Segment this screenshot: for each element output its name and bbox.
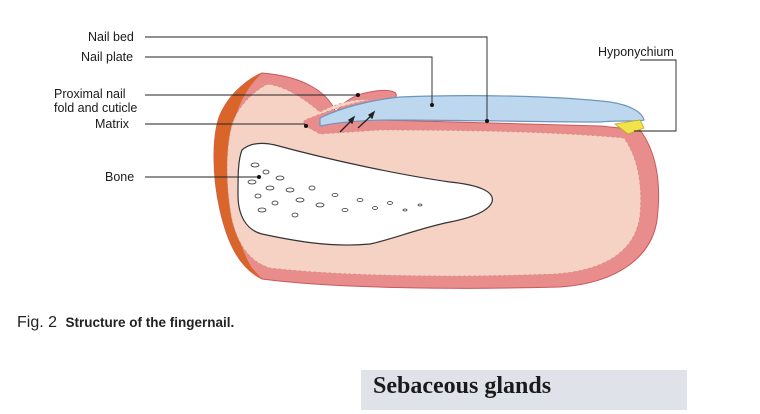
hyponychium-region (614, 119, 645, 135)
figure-title: Structure of the fingernail. (65, 315, 235, 330)
figure-number: Fig. 2 (17, 314, 58, 331)
leader-lines (145, 36, 677, 178)
section-heading: Sebaceous glands (373, 373, 552, 399)
label-nail-bed: Nail bed (88, 30, 134, 44)
label-matrix: Matrix (95, 117, 130, 131)
label-hyponychium: Hyponychium (598, 45, 674, 59)
bone (237, 142, 493, 246)
figure-caption: Fig. 2 Structure of the fingernail. (17, 314, 234, 332)
label-nail-plate: Nail plate (81, 50, 134, 64)
label-bone: Bone (105, 170, 135, 184)
leader-dots (257, 93, 489, 179)
label-proximal-fold: Proximal nail fold and cuticle (54, 87, 138, 115)
nail-plate (319, 95, 645, 127)
bone-texture (247, 162, 423, 218)
proximal-edge-layer (214, 73, 262, 279)
growth-arrows (339, 110, 376, 133)
section-heading-box (361, 370, 687, 410)
